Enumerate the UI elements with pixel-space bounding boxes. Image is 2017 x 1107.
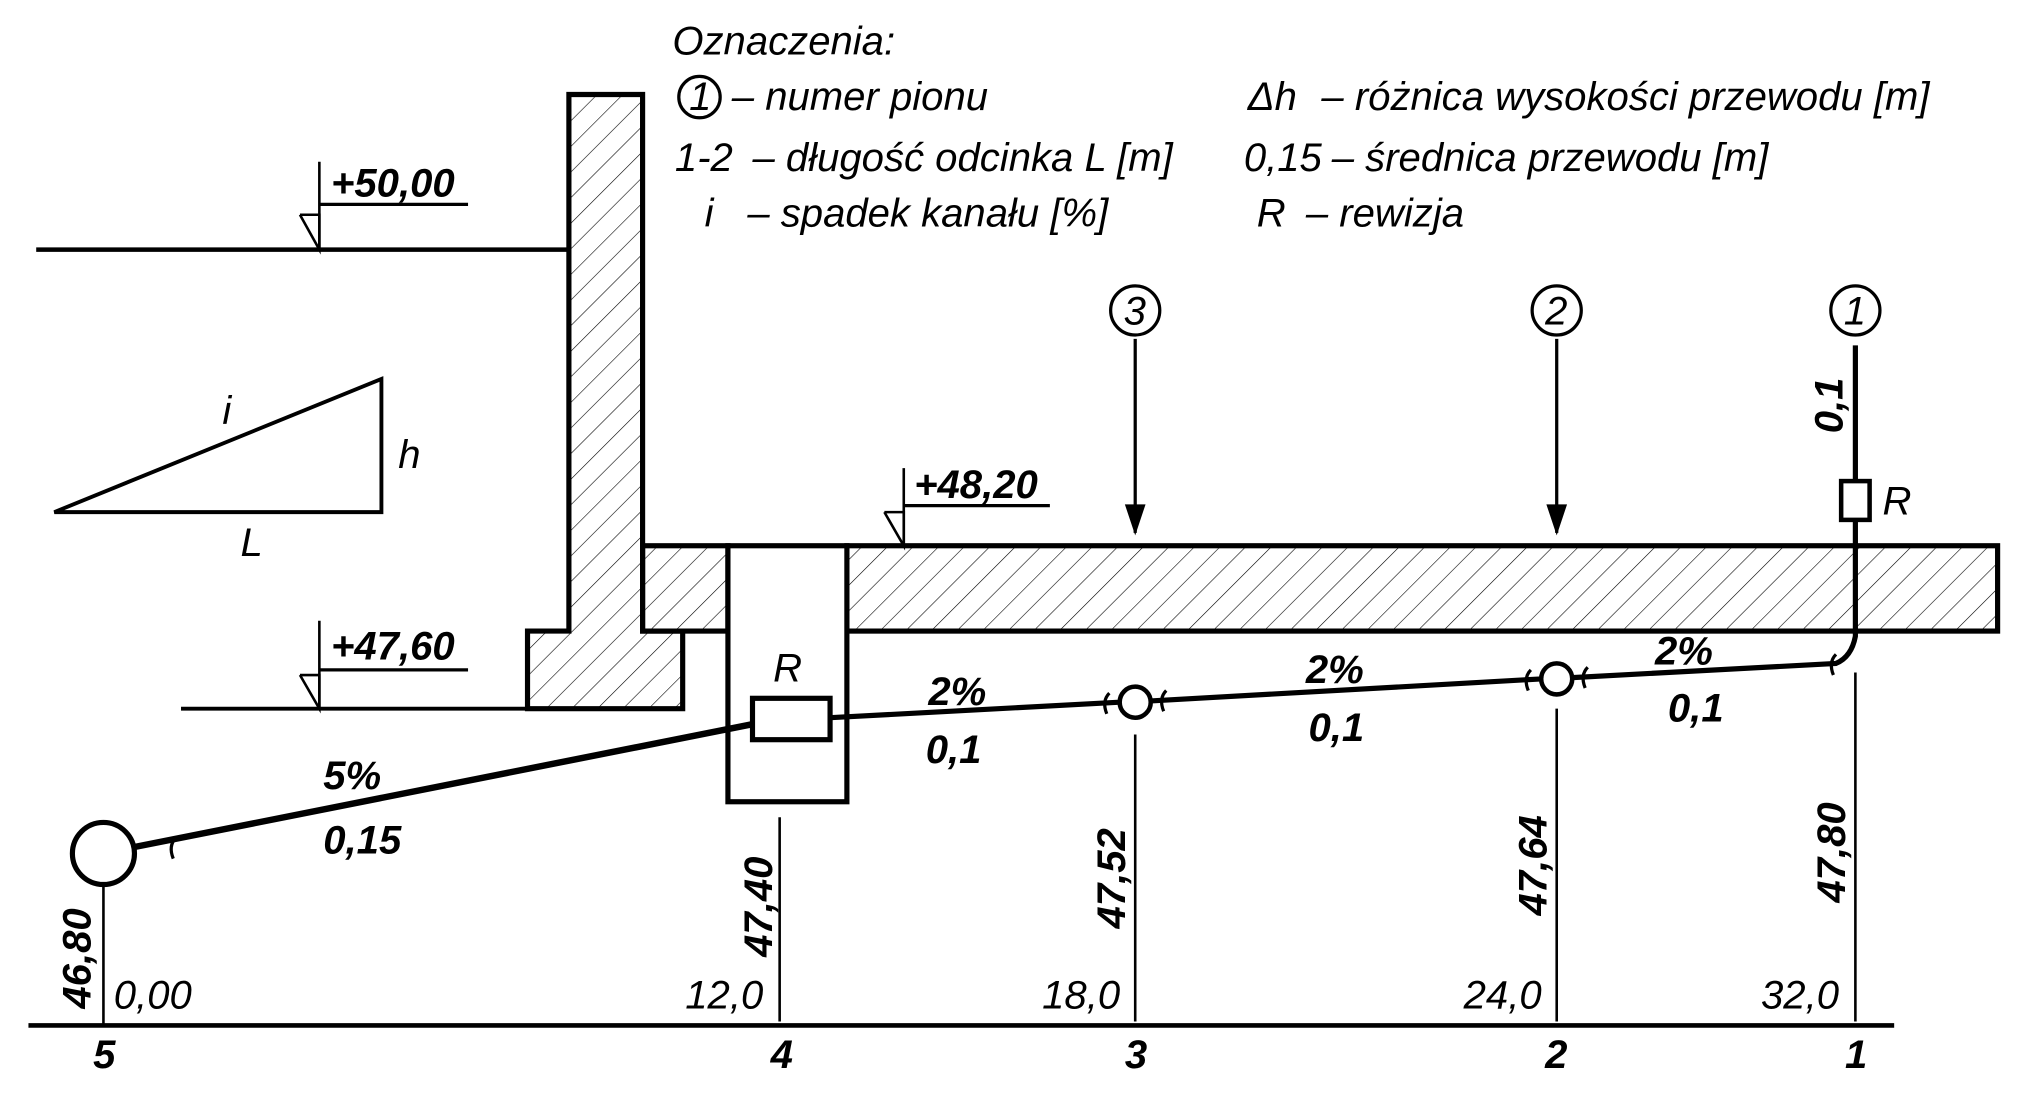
sewer-pipe: R R bbox=[69, 345, 1912, 888]
revision-4-label: R bbox=[773, 647, 802, 691]
legend-rev-desc: – rewizja bbox=[1305, 191, 1464, 235]
legend-slope-desc: – spadek kanału [%] bbox=[746, 191, 1109, 235]
arrow-down-icon bbox=[1124, 504, 1146, 536]
revision-1-icon bbox=[1838, 478, 1872, 523]
riser-3-label: 3 bbox=[1124, 290, 1146, 334]
revision-1-label: R bbox=[1883, 480, 1912, 524]
riser-markers: 3 2 1 0,1 bbox=[1109, 284, 1882, 536]
node-2-circle-icon bbox=[1538, 661, 1575, 697]
riser-circle-icon bbox=[677, 74, 722, 120]
elevation-3: 47,52 bbox=[1090, 828, 1134, 929]
segment-3-diameter: 0,1 bbox=[1308, 706, 1364, 750]
segment-4-diameter: 0,1 bbox=[1668, 687, 1724, 731]
legend-length-desc: – długość odcinka L [m] bbox=[751, 136, 1173, 180]
distance-1: 32,0 bbox=[1761, 974, 1839, 1018]
legend-dh-desc: – różnica wysokości przewodu [m] bbox=[1320, 75, 1930, 119]
riser-1-label: 1 bbox=[1844, 290, 1866, 334]
profile-table: 46,80 47,40 47,52 47,64 47,80 0,00 12,0 … bbox=[28, 672, 1895, 1077]
legend-riser-symbol: 1 bbox=[689, 75, 711, 119]
legend-riser-desc: – numer pionu bbox=[731, 75, 988, 119]
revision-4-icon bbox=[749, 695, 833, 743]
legend-title: Oznaczenia: bbox=[672, 19, 895, 63]
elevation-1: 47,80 bbox=[1810, 802, 1854, 903]
elevation-5: 46,80 bbox=[56, 908, 100, 1009]
segment-4-slope: 2% bbox=[1654, 630, 1713, 674]
segment-3-slope: 2% bbox=[1305, 648, 1364, 692]
floor-level: +48,20 bbox=[883, 463, 1050, 551]
segment-2-diameter: 0,1 bbox=[926, 728, 982, 772]
distance-2: 24,0 bbox=[1463, 974, 1542, 1018]
node-5-label: 5 bbox=[93, 1033, 116, 1077]
legend: Oznaczenia: 1 – numer pionu Δh – różnica… bbox=[672, 19, 1930, 235]
legend-diameter-symbol: 0,15 bbox=[1244, 136, 1323, 180]
distance-5: 0,00 bbox=[114, 974, 192, 1018]
legend-diameter-desc: – średnica przewodu [m] bbox=[1331, 136, 1769, 180]
basement-level: +47,60 bbox=[181, 620, 528, 714]
triangle-i-label: i bbox=[222, 389, 232, 433]
arrow-down-icon bbox=[1546, 504, 1568, 536]
node-2-label: 2 bbox=[1544, 1033, 1567, 1077]
node-3-circle-icon bbox=[1117, 684, 1153, 720]
building-structure bbox=[524, 91, 2001, 805]
riser-2-circle-icon bbox=[1530, 284, 1583, 337]
inspection-chamber bbox=[725, 543, 850, 805]
terrain-level: +50,00 bbox=[36, 162, 569, 255]
segment-labels: 5% 0,15 2% 0,1 2% 0,1 2% 0,1 bbox=[323, 630, 1723, 863]
slope-triangle: i h L bbox=[53, 376, 421, 565]
riser-1-diameter: 0,1 bbox=[1807, 378, 1851, 434]
legend-rev-symbol: R bbox=[1257, 191, 1286, 235]
legend-dh-symbol: Δh bbox=[1247, 75, 1297, 119]
elevation-4: 47,40 bbox=[737, 857, 781, 958]
distance-4: 12,0 bbox=[685, 974, 763, 1018]
segment-1-slope: 5% bbox=[323, 754, 381, 798]
node-5-circle-icon bbox=[69, 819, 138, 888]
elevation-2: 47,64 bbox=[1511, 815, 1555, 916]
segment-2-slope: 2% bbox=[927, 670, 986, 714]
riser-1-circle-icon bbox=[1829, 284, 1882, 337]
node-3-label: 3 bbox=[1125, 1033, 1147, 1077]
legend-slope-symbol: i bbox=[705, 191, 715, 235]
legend-length-symbol: 1-2 bbox=[675, 136, 733, 180]
riser-2-label: 2 bbox=[1544, 290, 1567, 334]
level-floor-label: +48,20 bbox=[914, 463, 1038, 507]
node-1-label: 1 bbox=[1845, 1033, 1867, 1077]
level-basement-label: +47,60 bbox=[331, 625, 455, 669]
triangle-l-label: L bbox=[240, 521, 262, 565]
segment-1-diameter: 0,15 bbox=[323, 818, 402, 862]
triangle-h-label: h bbox=[398, 433, 420, 477]
level-terrain-label: +50,00 bbox=[331, 162, 455, 206]
distance-3: 18,0 bbox=[1042, 974, 1120, 1018]
riser-3-circle-icon bbox=[1109, 284, 1162, 337]
node-4-label: 4 bbox=[770, 1033, 793, 1077]
